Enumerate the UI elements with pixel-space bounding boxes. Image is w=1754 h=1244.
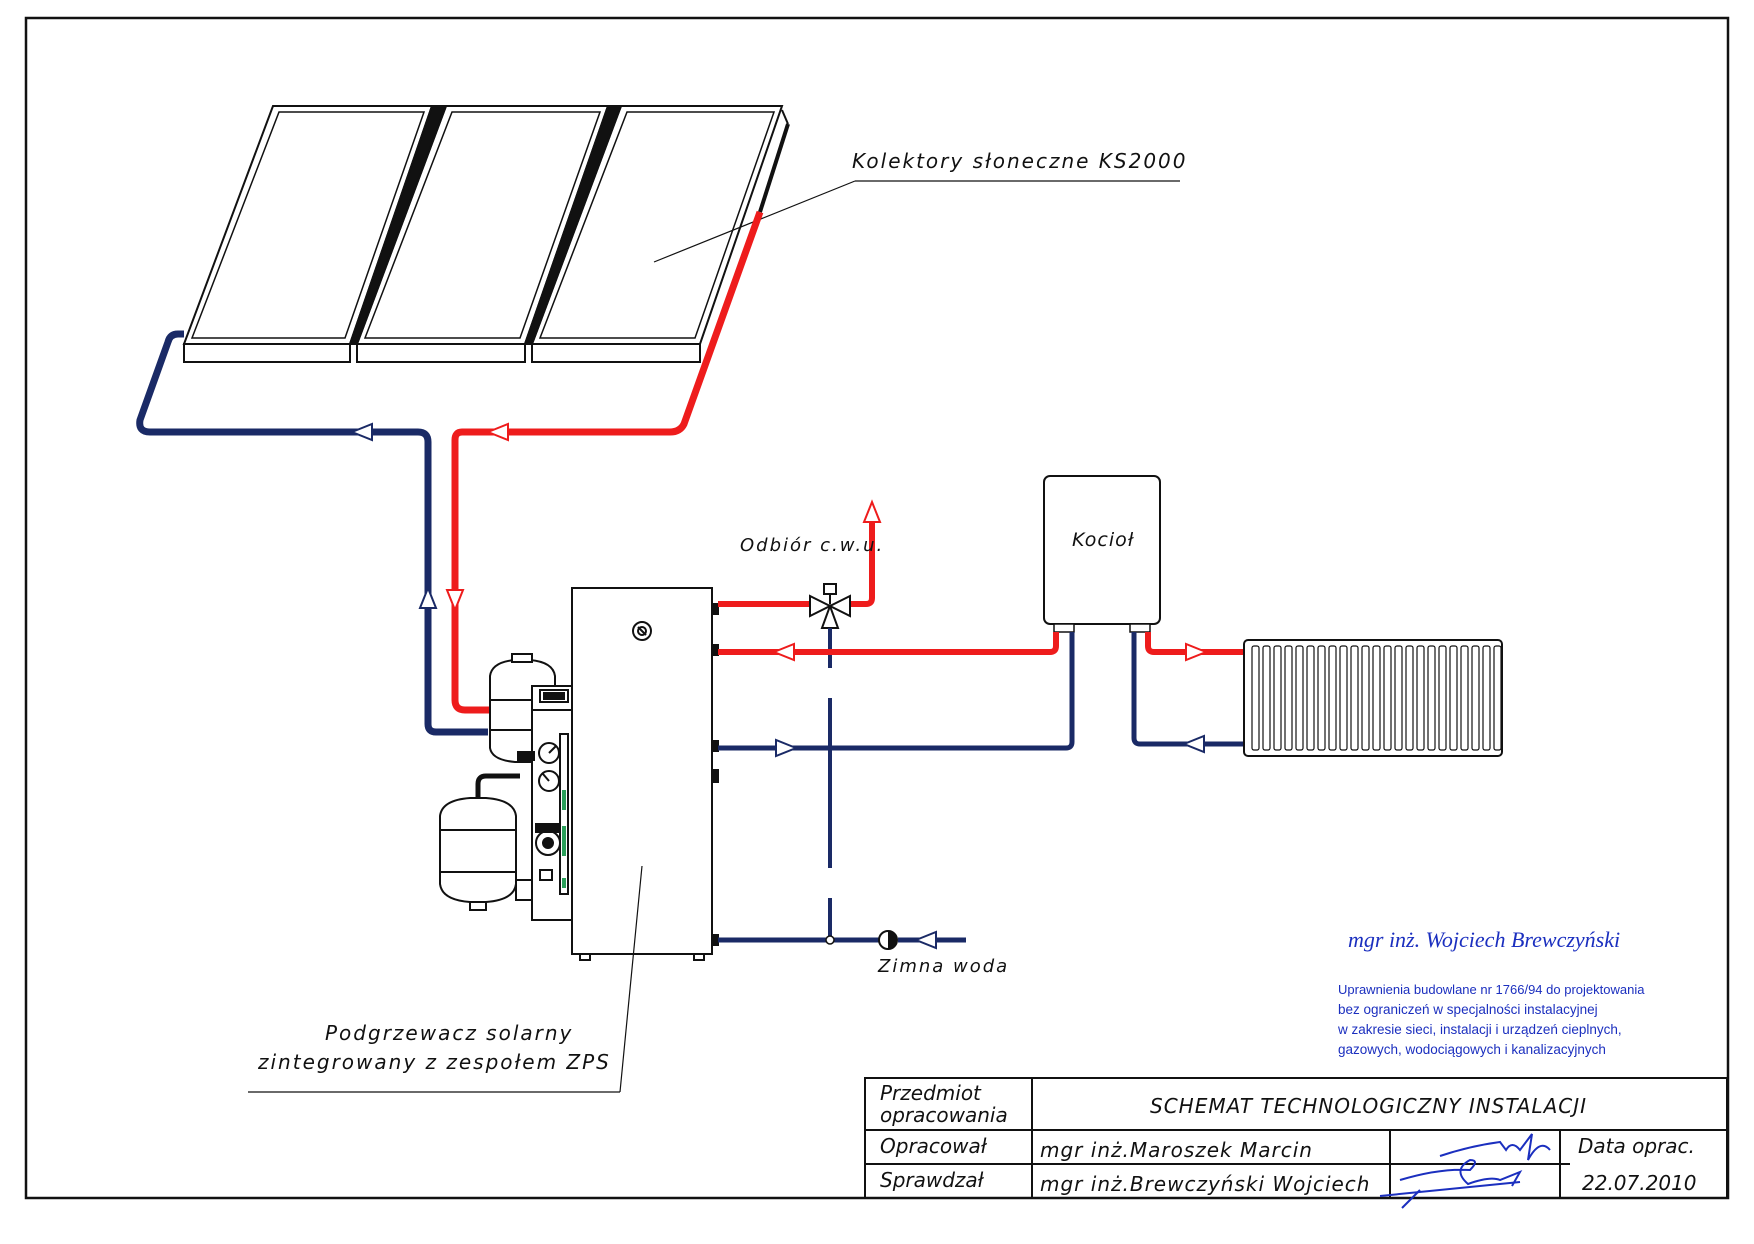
designer-stamp: mgr inż. Wojciech Brewczyński Uprawnieni…	[1337, 927, 1645, 1057]
stamp-line-3: w zakresie sieci, instalacji i urządzeń …	[1337, 1022, 1622, 1037]
radiator-fin	[1284, 645, 1293, 751]
boiler: Kocioł	[1043, 475, 1161, 633]
radiator-fin	[1273, 645, 1282, 751]
heater-label-line2: zintegrowany z zespołem ZPS	[257, 1050, 611, 1074]
hot-water-outlet-label: Odbiór c.w.u.	[740, 535, 884, 556]
radiator-fin	[1416, 645, 1425, 751]
storage-tank-body	[571, 587, 713, 955]
radiator-fin	[1460, 645, 1469, 751]
flow-arrow	[485, 422, 509, 442]
solar-supply-pipe	[451, 210, 764, 714]
solar-storage-tank	[571, 587, 719, 961]
radiator-fin	[1251, 645, 1260, 751]
radiator-fin	[1306, 645, 1315, 751]
date-label: Data oprac.	[1578, 1134, 1695, 1158]
boiler-to-radiator-supply-pipe	[1145, 632, 1244, 655]
radiator-fin	[1317, 645, 1326, 751]
flow-arrow	[418, 585, 438, 609]
flow-arrow	[445, 589, 465, 613]
checked-label: Sprawdzał	[880, 1168, 985, 1192]
flow-arrow	[1185, 642, 1209, 662]
boiler-label: Kocioł	[1072, 529, 1135, 551]
flow-arrow	[771, 642, 795, 662]
flow-arrow	[1181, 734, 1205, 754]
prepared-value: mgr inż.Maroszek Marcin	[1040, 1138, 1313, 1162]
radiator-fin	[1427, 645, 1436, 751]
subject-label-line1: Przedmiot	[880, 1081, 982, 1105]
radiator-fin	[1295, 645, 1304, 751]
radiator-fin	[1449, 645, 1458, 751]
heater-callout: Podgrzewacz solarny zintegrowany z zespo…	[248, 865, 643, 1093]
stamp-name: mgr inż. Wojciech Brewczyński	[1348, 927, 1620, 952]
heater-label-line1: Podgrzewacz solarny	[325, 1021, 573, 1045]
lower-expansion-vessel	[439, 797, 517, 903]
radiator-fin	[1328, 645, 1337, 751]
radiator-fin	[1394, 645, 1403, 751]
radiator	[1243, 639, 1503, 757]
subject-label-line2: opracowania	[880, 1103, 1008, 1127]
date-value: 22.07.2010	[1582, 1171, 1697, 1195]
solar-return-pipe	[136, 330, 488, 736]
radiator-fin	[1493, 645, 1502, 751]
hot-water-outlet: Odbiór c.w.u.	[718, 499, 884, 629]
cold-water-label: Zimna woda	[877, 956, 1009, 977]
radiator-fin	[1383, 645, 1392, 751]
signature-checked	[1379, 1158, 1523, 1209]
stamp-line-2: bez ograniczeń w specjalności instalacyj…	[1338, 1002, 1598, 1017]
solar-collectors	[182, 105, 790, 363]
collectors-callout: Kolektory słoneczne KS2000	[653, 149, 1188, 263]
prepared-label: Opracował	[880, 1134, 988, 1158]
title-block	[864, 1077, 1728, 1199]
radiator-fin	[1350, 645, 1359, 751]
flow-arrow	[775, 738, 799, 758]
radiator-fin	[1471, 645, 1480, 751]
subject-value: SCHEMAT TECHNOLOGICZNY INSTALACJI	[1150, 1094, 1587, 1118]
radiator-fin	[1438, 645, 1447, 751]
cold-water-supply: Zimna woda	[718, 628, 1009, 977]
flow-arrow	[913, 930, 937, 950]
radiator-fin	[1339, 645, 1348, 751]
flow-arrow	[862, 499, 882, 523]
stamp-line-1: Uprawnienia budowlane nr 1766/94 do proj…	[1338, 982, 1645, 997]
mixing-valve-icon	[809, 594, 833, 618]
radiator-fin	[1482, 645, 1491, 751]
tank-to-boiler-return-pipe	[718, 632, 1075, 751]
radiator-fin	[1361, 645, 1370, 751]
boiler-to-tank-supply-pipe	[718, 632, 1059, 655]
radiator-to-boiler-return-pipe	[1131, 632, 1244, 747]
signature-prepared	[1439, 1133, 1551, 1161]
stamp-line-4: gazowych, wodociągowych i kanalizacyjnyc…	[1338, 1042, 1606, 1057]
boiler-body	[1043, 475, 1161, 625]
radiator-fin	[1262, 645, 1271, 751]
radiator-fin	[1372, 645, 1381, 751]
flow-arrow	[349, 422, 373, 442]
collectors-label: Kolektory słoneczne KS2000	[852, 149, 1188, 173]
checked-value: mgr inż.Brewczyński Wojciech	[1040, 1172, 1370, 1196]
radiator-fin	[1405, 645, 1414, 751]
radiator-fins	[1251, 645, 1502, 751]
pump-group-zps	[439, 653, 573, 921]
